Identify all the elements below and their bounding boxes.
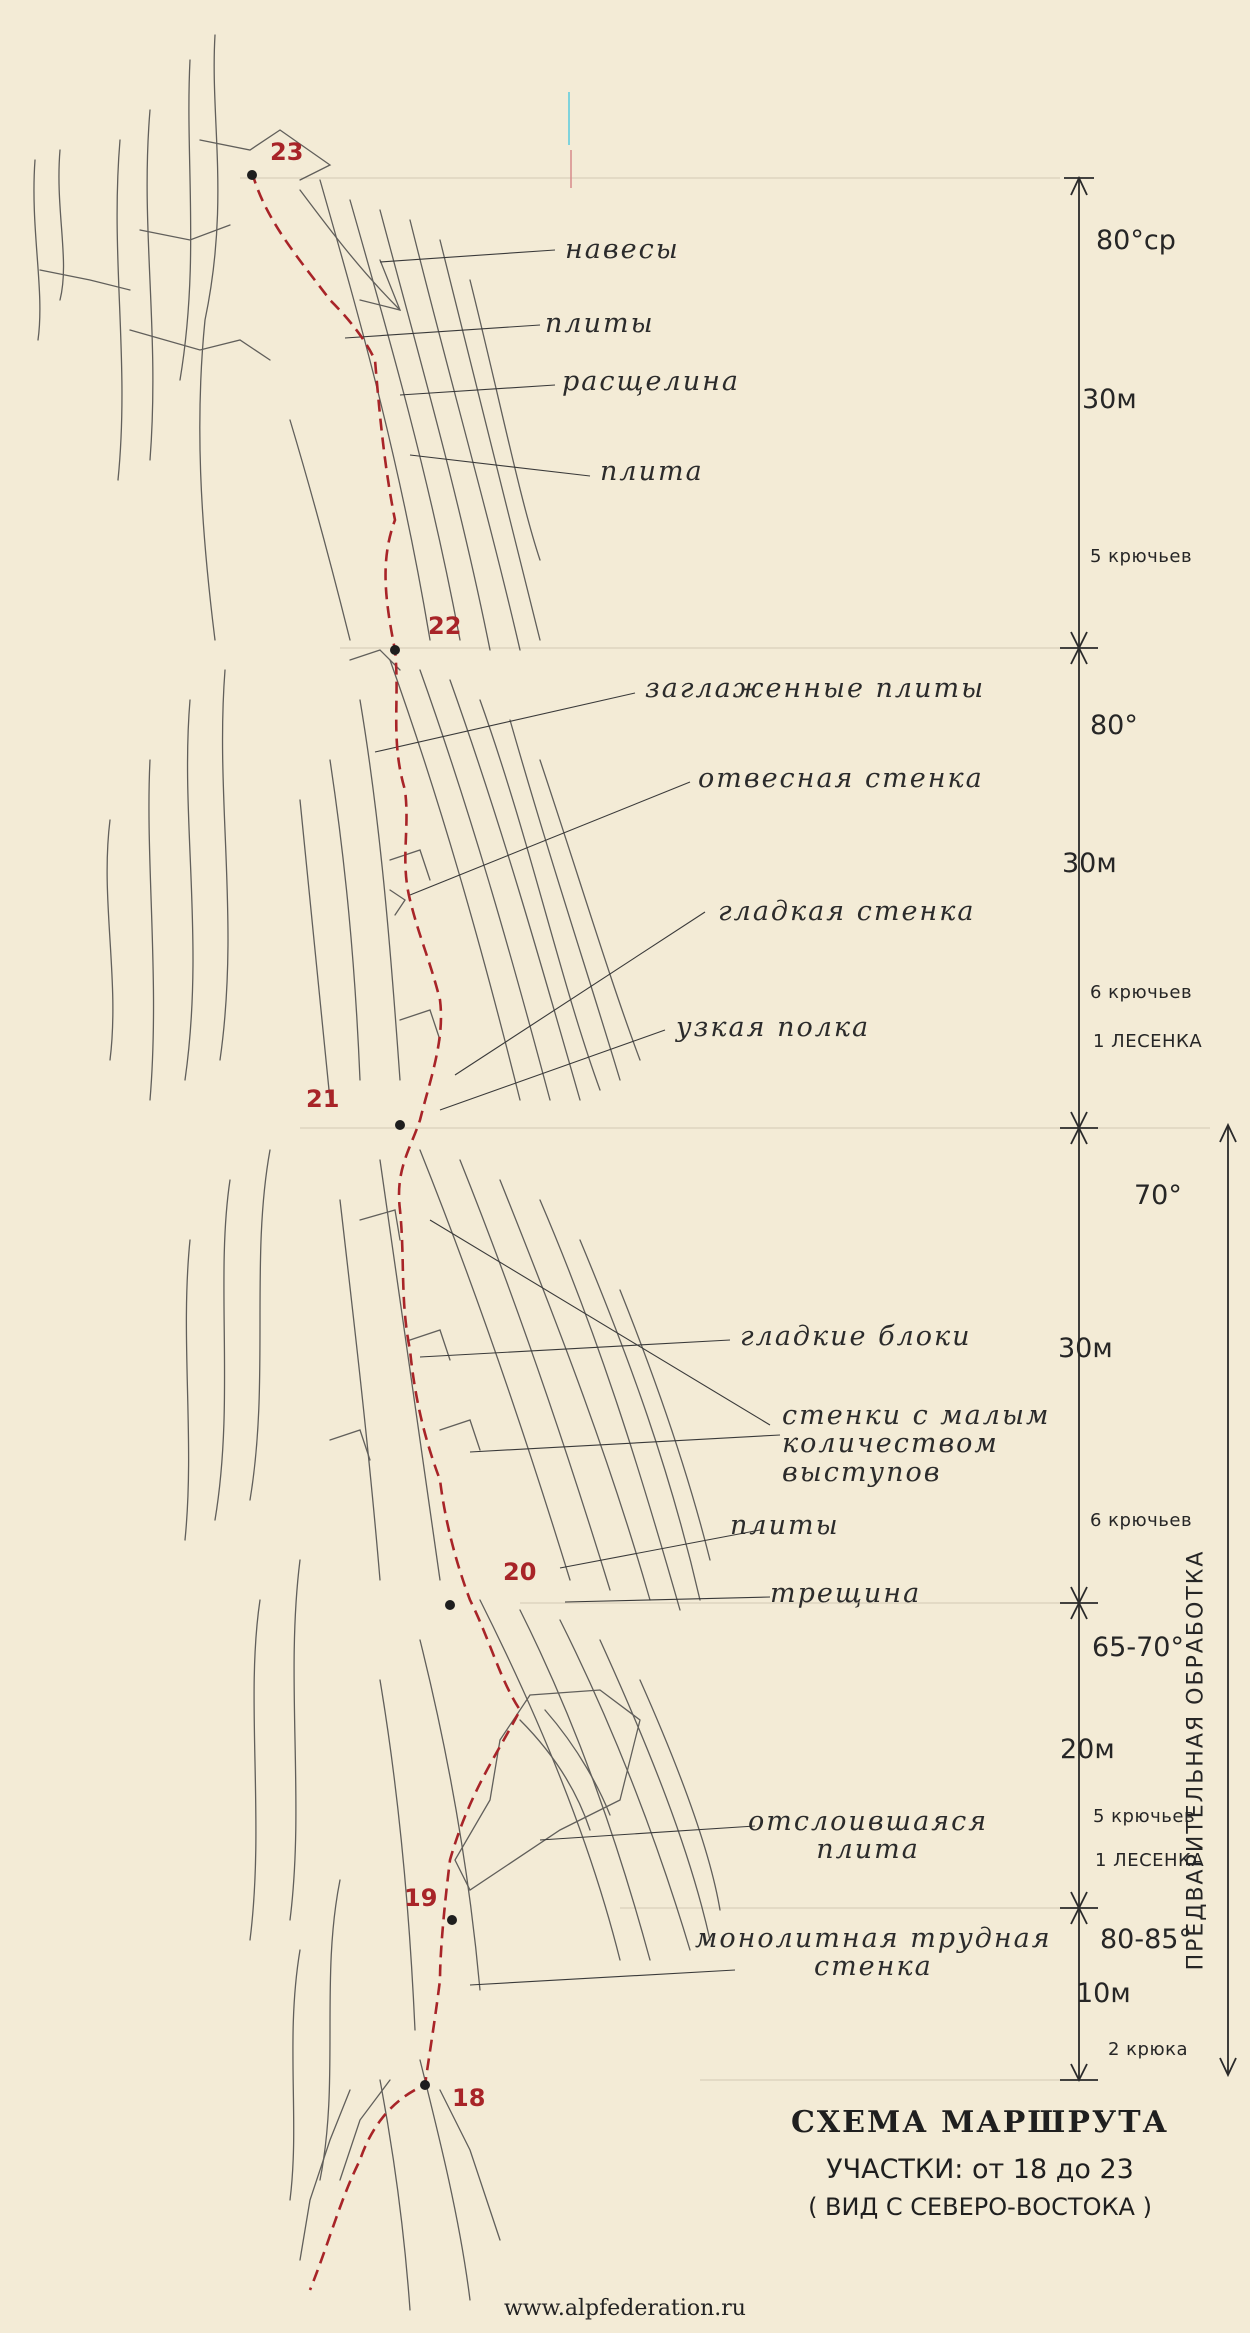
section2-length: 30м [1062,848,1117,879]
section4-length: 20м [1060,1734,1115,1765]
leader-lines [344,249,781,1986]
point-23: 23 [270,138,304,166]
annotation-stenki-vystupov: стенки с малым количеством выступов [782,1400,1051,1488]
section5-angle: 80-85° [1100,1924,1192,1955]
arrowhead [1070,645,1088,665]
section3-angle: 70° [1134,1180,1182,1211]
annotation-otvesnaya-stenka: отвесная стенка [698,763,984,794]
arrowhead [1070,175,1088,196]
diagram-sections: УЧАСТКИ: от 18 до 23 [826,2154,1134,2185]
rock-strokes [33,34,721,2311]
section1-hooks: 5 крючьев [1090,546,1193,567]
belay-dot-22 [390,645,400,655]
side-arrow-head [1219,1122,1237,1143]
section2-ladders: 1 ЛЕСЕНКА [1093,1031,1203,1052]
diagram-view-direction: ( ВИД С СЕВЕРО-ВОСТОКА ) [808,2193,1152,2221]
annotation-otsloivshayasya-plita: отслоившаяся плита [748,1806,989,1866]
side-arrow-head [1219,2057,1237,2078]
section3-hooks: 6 крючьев [1090,1510,1193,1531]
belay-dot-20 [445,1600,455,1610]
section5-hooks: 2 крюка [1108,2039,1189,2060]
point-18: 18 [452,2084,486,2112]
annotation-uzkaya-polka: узкая полка [676,1012,871,1043]
preliminary-processing-label: ПРЕДВАРИТЕЛЬНАЯ ОБРАБОТКА [1183,1549,1209,1971]
annotation-rasshchelina: расщелина [562,366,740,397]
section3-length: 30м [1058,1333,1113,1364]
section2-hooks: 6 крючьев [1090,982,1193,1003]
point-21: 21 [306,1085,340,1113]
source-watermark: www.alpfederation.ru [504,2296,746,2321]
measurement-scale [1060,175,1237,2083]
arrowhead [1070,1125,1088,1145]
annotation-navesy: навесы [565,234,680,265]
section5-length: 10м [1076,1978,1131,2009]
annotation-plity-low: плиты [730,1510,840,1541]
belay-dot-23 [247,170,257,180]
section4-hooks: 5 крючьев [1093,1806,1196,1827]
point-19: 19 [404,1884,438,1912]
title-block: СХЕМА МАРШРУТА УЧАСТКИ: от 18 до 23 ( ВИ… [760,2105,1200,2221]
section4-angle: 65-70° [1092,1632,1184,1663]
section1-length: 30м [1082,384,1137,415]
annotation-plity-top: плиты [545,308,655,339]
point-20: 20 [503,1558,537,1586]
belay-dot-21 [395,1120,405,1130]
route-line [250,171,522,2291]
arrowhead [1070,1905,1088,1925]
annotation-plita: плита [600,456,704,487]
section1-angle: 80°ср [1096,225,1176,256]
arrowhead [1070,2063,1088,2083]
section2-angle: 80° [1090,710,1138,741]
diagram-title: СХЕМА МАРШРУТА [790,2105,1169,2140]
belay-dot-19 [447,1915,457,1925]
annotation-monolitnaya-stenka: монолитная трудная стенка [695,1923,1052,1983]
annotation-zaglazhennye-plity: заглаженные плиты [645,673,986,704]
section4-ladders: 1 ЛЕСЕНКА [1095,1850,1205,1871]
annotation-gladkaya-stenka: гладкая стенка [718,896,976,927]
point-22: 22 [428,612,462,640]
annotation-gladkie-bloki: гладкие блоки [740,1321,972,1352]
belay-dot-18 [420,2080,430,2090]
annotation-treshchina: трещина [770,1578,922,1609]
arrowhead [1070,1600,1088,1620]
